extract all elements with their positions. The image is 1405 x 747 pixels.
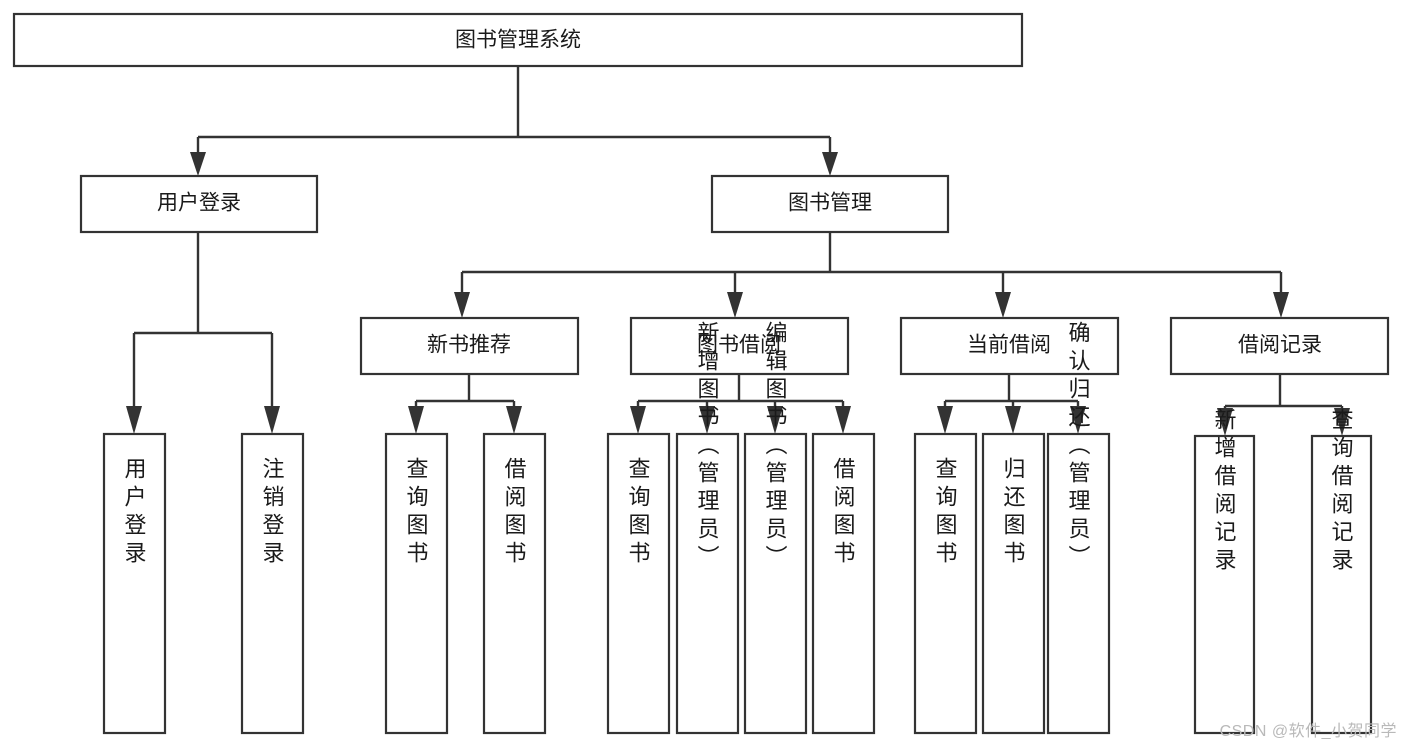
node-leaf-add-book[interactable]: 新增图书（管理员） [675,321,740,735]
node-leaf-add-borrow-record[interactable]: 新增借阅记录 [1193,408,1256,735]
node-user-login[interactable]: 用户登录 [79,174,319,234]
node-leaf-query-book-2-box[interactable] [606,432,671,735]
node-leaf-borrow-book-1-box[interactable] [482,432,547,735]
node-leaf-confirm-return-box[interactable] [1046,432,1111,735]
node-leaf-add-borrow-record-box[interactable] [1193,434,1256,735]
node-leaf-borrow-book-1[interactable]: 借阅图书 [482,432,547,735]
node-leaf-borrow-book-2-label: 借阅图书 [831,457,856,569]
arrowhead-leaf-add-borrow-record [1217,408,1233,436]
node-leaf-query-borrow-record-label: 查询借阅记录 [1329,408,1354,576]
node-leaf-confirm-return[interactable]: 确认归还（管理员） [1046,321,1111,735]
node-new-book-recommend[interactable]: 新书推荐 [359,316,580,376]
node-leaf-query-book-1-label: 查询图书 [404,457,429,569]
node-borrow-record-label: 借阅记录 [1238,334,1322,357]
node-root[interactable]: 图书管理系统 [12,12,1024,68]
node-leaf-query-book-1-box[interactable] [384,432,449,735]
node-book-management-label: 图书管理 [788,192,872,215]
node-book-borrow[interactable]: 图书借阅 [629,316,850,376]
node-leaf-return-book[interactable]: 归还图书 [981,432,1046,735]
node-new-book-recommend-label: 新书推荐 [427,334,511,357]
node-leaf-user-login[interactable]: 用户登录 [102,432,167,735]
arrowhead-leaf-user-login [126,406,142,434]
node-leaf-user-logout[interactable]: 注销登录 [240,432,305,735]
node-leaf-query-borrow-record-box[interactable] [1310,434,1373,735]
node-borrow-record[interactable]: 借阅记录 [1169,316,1390,376]
node-leaf-user-login-label: 用户登录 [122,457,147,569]
node-root-label: 图书管理系统 [455,29,581,52]
node-leaf-query-book-1[interactable]: 查询图书 [384,432,449,735]
node-user-login-label: 用户登录 [157,192,241,215]
node-book-management-box[interactable] [710,174,950,234]
arrowhead-book-management [822,152,838,176]
node-leaf-query-book-2-label: 查询图书 [626,457,651,569]
arrowhead-leaf-borrow-book-1 [506,406,522,434]
arrowhead-leaf-return-book [1005,406,1021,434]
node-leaf-query-book-3[interactable]: 查询图书 [913,432,978,735]
node-leaf-borrow-book-2[interactable]: 借阅图书 [811,432,876,735]
node-current-borrow[interactable]: 当前借阅 [899,316,1120,376]
node-borrow-record-box[interactable] [1169,316,1390,376]
node-leaf-edit-book[interactable]: 编辑图书（管理员） [743,321,808,735]
arrowhead-leaf-query-book-2 [630,406,646,434]
node-leaf-query-book-3-box[interactable] [913,432,978,735]
connectors-group [126,66,1350,436]
node-leaf-query-book-3-label: 查询图书 [933,457,958,569]
arrowhead-leaf-user-logout [264,406,280,434]
arrowhead-book-borrow [727,292,743,318]
arrowhead-new-book-recommend [454,292,470,318]
node-leaf-add-book-box[interactable] [675,432,740,735]
arrowhead-leaf-add-book [699,406,715,434]
node-leaf-return-book-box[interactable] [981,432,1046,735]
arrowhead-leaf-confirm-return [1070,406,1086,434]
node-root-box[interactable] [12,12,1024,68]
node-leaf-query-borrow-record[interactable]: 查询借阅记录 [1310,408,1373,735]
arrowhead-leaf-query-book-1 [408,406,424,434]
node-leaf-add-book-label: 新增图书（管理员） [695,321,720,573]
node-book-borrow-label: 图书借阅 [697,334,781,357]
arrowhead-current-borrow [995,292,1011,318]
arrowhead-user-login [190,152,206,176]
arrowhead-leaf-borrow-book-2 [835,406,851,434]
arrowhead-leaf-query-borrow-record [1334,408,1350,436]
node-leaf-borrow-book-1-label: 借阅图书 [502,457,527,569]
node-leaf-user-login-box[interactable] [102,432,167,735]
node-leaf-borrow-book-2-box[interactable] [811,432,876,735]
node-leaf-user-logout-box[interactable] [240,432,305,735]
csdn-watermark: CSDN @软件_小贺同学 [1219,723,1397,740]
node-current-borrow-box[interactable] [899,316,1120,376]
node-new-book-recommend-box[interactable] [359,316,580,376]
node-current-borrow-label: 当前借阅 [967,334,1051,357]
arrowhead-leaf-query-book-3 [937,406,953,434]
node-leaf-confirm-return-label: 确认归还（管理员） [1066,321,1091,573]
node-book-management[interactable]: 图书管理 [710,174,950,234]
node-book-borrow-box[interactable] [629,316,850,376]
node-leaf-return-book-label: 归还图书 [1001,457,1026,569]
node-leaf-edit-book-label: 编辑图书（管理员） [763,321,788,573]
node-user-login-box[interactable] [79,174,319,234]
arrowhead-borrow-record [1273,292,1289,318]
arrowhead-leaf-edit-book [767,406,783,434]
node-leaf-query-book-2[interactable]: 查询图书 [606,432,671,735]
node-leaf-user-logout-label: 注销登录 [260,457,285,569]
node-leaf-add-borrow-record-label: 新增借阅记录 [1212,408,1237,576]
node-leaf-edit-book-box[interactable] [743,432,808,735]
